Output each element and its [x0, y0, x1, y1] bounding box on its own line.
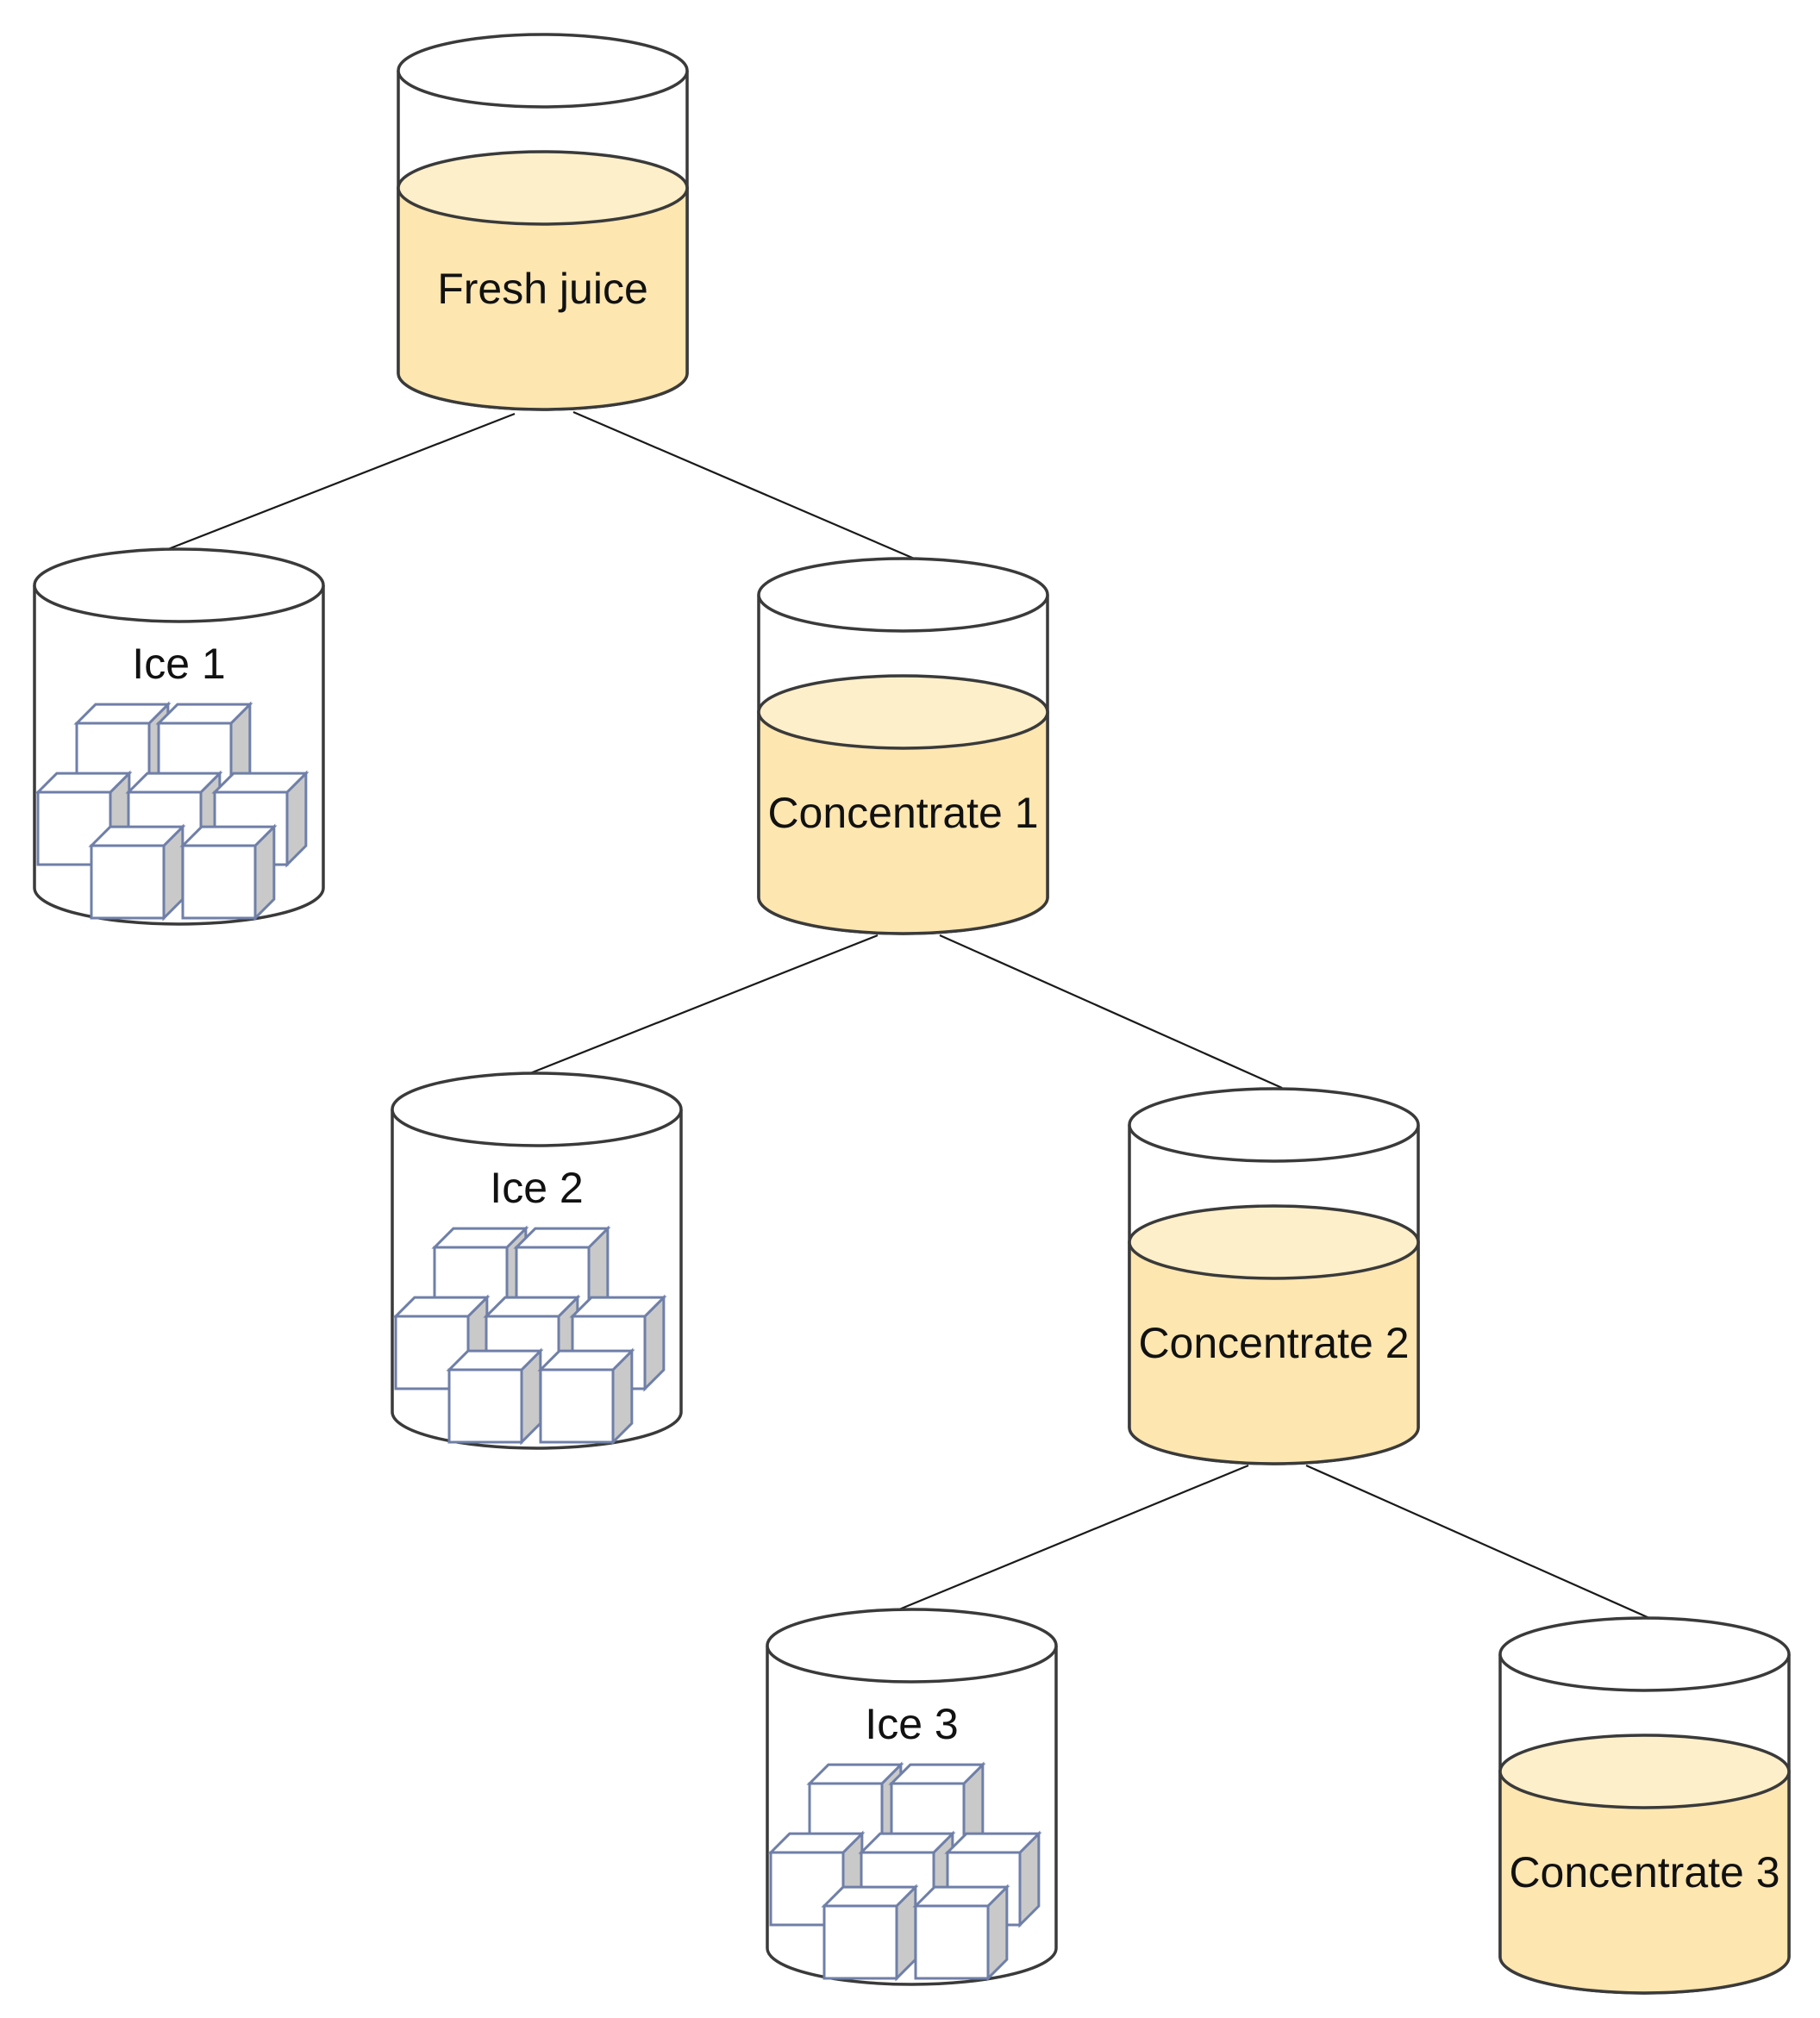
ice-cubes-icon	[34, 701, 310, 922]
ice-label: Ice 3	[865, 1700, 958, 1748]
ice-cube	[821, 1884, 919, 1982]
container-rim	[391, 1071, 683, 1147]
container-rim	[397, 33, 689, 109]
edge-conc1-to-ice2	[529, 934, 879, 1075]
juice-surface	[397, 150, 689, 226]
container-rim	[766, 1608, 1058, 1684]
edge-conc2-to-ice3	[898, 1464, 1249, 1611]
container-conc3: Concentrate 3	[1498, 1616, 1791, 1995]
ice-cube	[88, 823, 186, 922]
container-ice3: Ice 3	[766, 1608, 1058, 1986]
ice-cube	[912, 1884, 1010, 1982]
container-ice2: Ice 2	[391, 1071, 683, 1450]
connector-lines	[167, 410, 1650, 1620]
ice-cubes-icon	[767, 1761, 1042, 1982]
edge-fresh-to-ice1	[167, 412, 516, 551]
edge-conc2-to-conc3	[1305, 1464, 1650, 1620]
juice-label: Concentrate 2	[1138, 1319, 1409, 1367]
container-conc2: Concentrate 2	[1128, 1087, 1420, 1465]
container-rim	[757, 557, 1049, 633]
juice-liquid	[1128, 1240, 1420, 1465]
edge-conc1-to-conc2	[939, 934, 1283, 1090]
juice-surface	[1498, 1734, 1791, 1809]
container-rim	[1498, 1616, 1791, 1692]
ice-cubes-icon	[392, 1225, 667, 1446]
juice-label: Fresh juice	[437, 265, 648, 313]
juice-liquid	[397, 186, 689, 411]
container-fresh: Fresh juice	[397, 33, 689, 411]
juice-label: Concentrate 1	[767, 789, 1038, 837]
juice-label: Concentrate 3	[1509, 1848, 1779, 1896]
container-rim	[33, 547, 325, 623]
container-conc1: Concentrate 1	[757, 557, 1049, 935]
juice-surface	[757, 674, 1049, 750]
edge-fresh-to-conc1	[572, 410, 919, 562]
ice-cube	[446, 1347, 544, 1446]
ice-label: Ice 1	[132, 640, 225, 688]
ice-label: Ice 2	[490, 1164, 583, 1212]
juice-surface	[1128, 1204, 1420, 1280]
juice-liquid	[1498, 1770, 1791, 1995]
juice-liquid	[757, 710, 1049, 935]
ice-cube	[34, 770, 133, 868]
ice-cube	[537, 1347, 635, 1446]
container-rim	[1128, 1087, 1420, 1163]
container-ice1: Ice 1	[33, 547, 325, 926]
ice-cube	[179, 823, 278, 922]
